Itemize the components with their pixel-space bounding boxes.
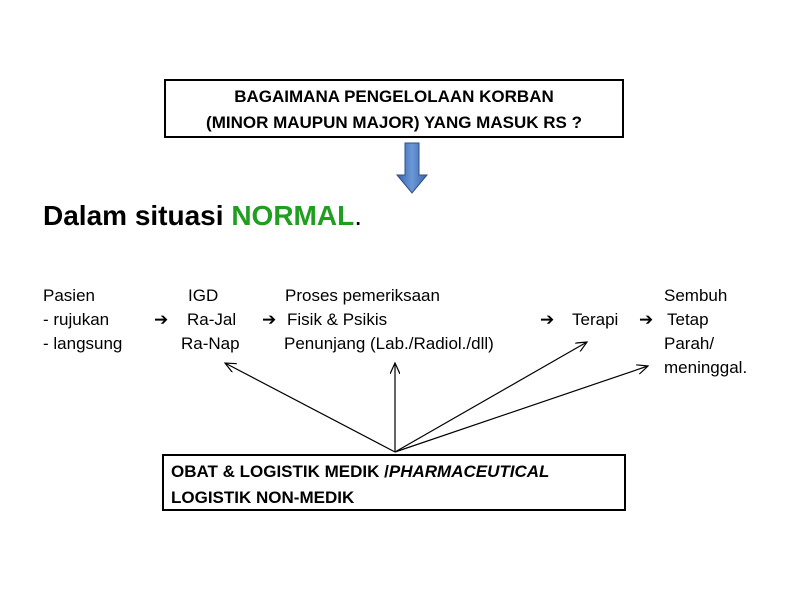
resource-line-1-text: OBAT & LOGISTIK MEDIK / (171, 462, 389, 481)
resource-line-2: LOGISTIK NON-MEDIK (171, 488, 355, 507)
question-box: BAGAIMANA PENGELOLAAN KORBAN (MINOR MAUP… (164, 79, 624, 138)
heading-prefix: Dalam situasi (43, 200, 232, 231)
question-line-1: BAGAIMANA PENGELOLAAN KORBAN (234, 87, 554, 106)
pasien-item-langsung: - langsung (43, 334, 123, 353)
resource-line-1-italic: PHARMACEUTICAL (388, 462, 550, 481)
pasien-item-rujukan: - rujukan (43, 310, 110, 329)
arrow-to-igd (225, 363, 396, 453)
right-arrow-icon: ➔ (540, 310, 555, 329)
right-arrow-icon: ➔ (639, 310, 654, 329)
terapi-label: Terapi (572, 310, 619, 329)
section-heading: Dalam situasi NORMAL. (43, 200, 362, 232)
question-line-2: (MINOR MAUPUN MAJOR) YANG MASUK RS ? (206, 113, 582, 132)
outcome-meninggal: meninggal. (664, 358, 748, 377)
igd-item-ranap: Ra-Nap (181, 334, 240, 353)
outcome-parah: Parah/ (664, 334, 715, 353)
right-arrow-icon: ➔ (262, 310, 277, 329)
heading-highlight: NORMAL (231, 200, 355, 231)
outcome-tetap: Tetap (667, 310, 709, 329)
outcome-sembuh: Sembuh (664, 286, 728, 305)
right-arrow-icon: ➔ (154, 310, 169, 329)
proses-item-fisik: Fisik & Psikis (287, 310, 388, 329)
heading-suffix: . (354, 200, 362, 231)
igd-title: IGD (188, 286, 219, 305)
resource-box: OBAT & LOGISTIK MEDIK /PHARMACEUTICAL LO… (162, 454, 626, 511)
igd-item-rajal: Ra-Jal (187, 310, 237, 329)
proses-item-penunjang: Penunjang (Lab./Radiol./dll) (284, 334, 494, 353)
resource-line-1: OBAT & LOGISTIK MEDIK /PHARMACEUTICAL (171, 459, 624, 485)
arrow-to-terapi (394, 342, 587, 453)
proses-title: Proses pemeriksaan (285, 286, 440, 305)
arrow-to-outcome (394, 366, 648, 453)
down-arrow-icon (395, 142, 429, 194)
pasien-title: Pasien (43, 286, 95, 305)
